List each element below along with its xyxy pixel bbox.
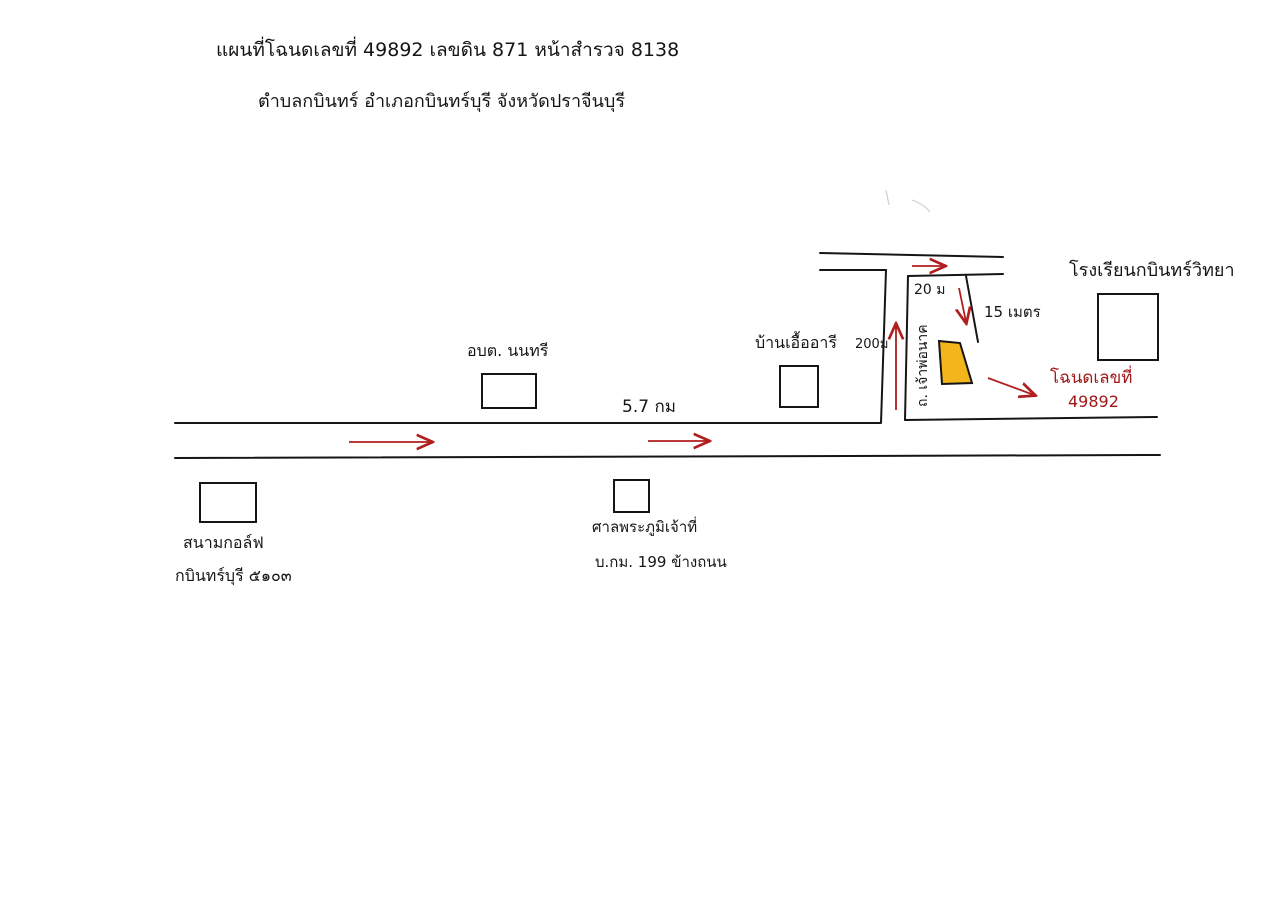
distance-label: 5.7 กม <box>622 397 676 417</box>
parcel-49892 <box>937 339 974 386</box>
main-road-bottom-edge <box>174 454 1161 459</box>
direction-arrow-down <box>959 287 966 322</box>
house-building <box>779 365 819 408</box>
abt-label: อบต. นนทรี <box>467 341 549 360</box>
lane-line <box>965 275 979 343</box>
faint-mark <box>885 189 931 213</box>
school-label: โรงเรียนกบินทร์วิทยา <box>1069 260 1235 281</box>
parcel-pointer-arrow <box>987 377 1034 395</box>
abt-building <box>481 373 537 409</box>
map-title-line2: ตำบลกบินทร์ อำเภอกบินทร์บุรี จังหวัดปราจ… <box>258 91 626 112</box>
dist-15m-label: 15 เมตร <box>984 303 1041 321</box>
parcel-label-line2: 49892 <box>1068 392 1119 411</box>
top-road-lower-edge-right <box>907 273 1004 277</box>
dist-20m-label: 20 ม <box>914 282 946 298</box>
golf-building <box>199 482 257 523</box>
golf-label-line2: กบินทร์บุรี ๕๑๐๓ <box>175 566 292 585</box>
side-road-left-edge <box>880 269 887 424</box>
side-road-right-edge <box>904 275 909 421</box>
side-road-name: ถ. เจ้าพ่อนาค <box>915 324 931 407</box>
shrine-building <box>613 479 650 513</box>
parcel-label-line1: โฉนดเลขที่ <box>1050 368 1133 388</box>
dist-200m-label: 200ม <box>855 337 889 352</box>
top-road-upper-edge <box>819 252 1004 258</box>
shrine-label-line1: ศาลพระภูมิเจ้าที่ <box>592 518 698 536</box>
map-title-line1: แผนที่โฉนดเลขที่ 49892 เลขดิน 871 หน้าสำ… <box>216 39 680 61</box>
school-building <box>1097 293 1159 361</box>
house-label: บ้านเอื้ออารี <box>755 333 837 352</box>
main-road-top-edge-right <box>904 416 1158 421</box>
golf-label-line1: สนามกอล์ฟ <box>183 533 264 552</box>
shrine-label-line2: บ.กม. 199 ข้างถนน <box>595 553 727 571</box>
